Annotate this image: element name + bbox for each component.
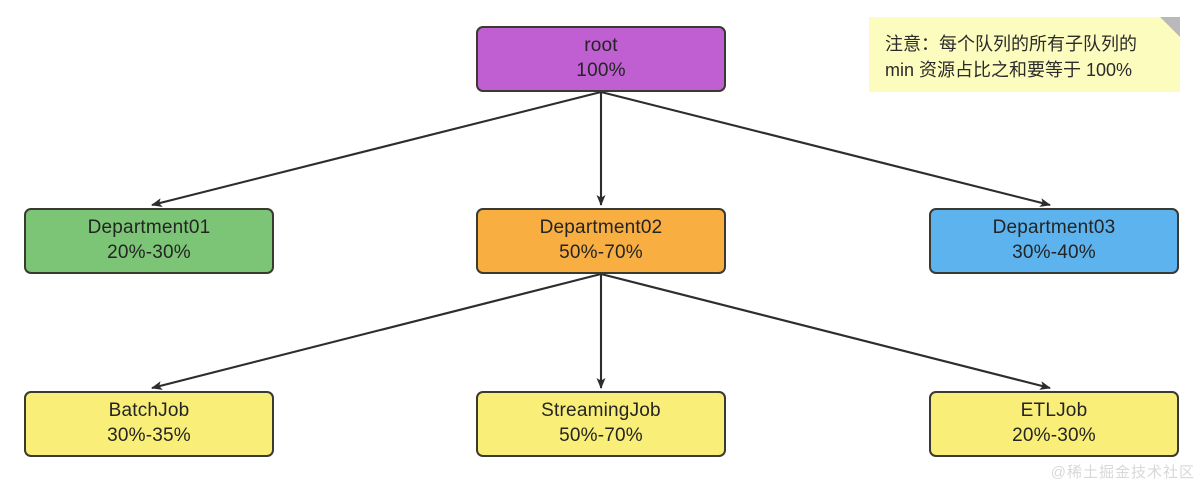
- node-range: 50%-70%: [559, 425, 643, 446]
- edge-department02-to-etljob: [600, 272, 1051, 390]
- node-batchjob[interactable]: BatchJob 30%-35%: [24, 391, 274, 457]
- note-line: 注意：每个队列的所有子队列的: [885, 34, 1137, 54]
- node-title: Department01: [87, 217, 211, 239]
- node-etljob[interactable]: ETLJob 20%-30%: [929, 391, 1179, 457]
- node-title: BatchJob: [108, 400, 190, 422]
- node-range: 50%-70%: [559, 242, 643, 263]
- node-range: 100%: [576, 60, 626, 81]
- note-callout: 注意：每个队列的所有子队列的 min 资源占比之和要等于 100%: [869, 17, 1180, 92]
- node-title: ETLJob: [1020, 400, 1088, 422]
- node-range: 20%-30%: [107, 242, 191, 263]
- node-range: 30%-40%: [1012, 242, 1096, 263]
- node-title: Department02: [539, 217, 663, 239]
- node-range: 30%-35%: [107, 425, 191, 446]
- node-streamingjob[interactable]: StreamingJob 50%-70%: [476, 391, 726, 457]
- edge-root-to-department01: [151, 90, 602, 207]
- edge-department02-to-batchjob: [151, 272, 602, 390]
- node-department01[interactable]: Department01 20%-30%: [24, 208, 274, 274]
- watermark: @稀土掘金技术社区: [1050, 464, 1195, 481]
- node-range: 20%-30%: [1012, 425, 1096, 446]
- node-title: StreamingJob: [541, 400, 661, 422]
- node-title: root: [584, 35, 618, 57]
- edge-root-to-department03: [600, 90, 1051, 207]
- node-department03[interactable]: Department03 30%-40%: [929, 208, 1179, 274]
- note-line: min 资源占比之和要等于 100%: [885, 60, 1133, 81]
- folded-corner-icon: [1160, 17, 1180, 37]
- node-title: Department03: [992, 217, 1116, 239]
- node-department02[interactable]: Department02 50%-70%: [476, 208, 726, 274]
- node-root[interactable]: root 100%: [476, 26, 726, 92]
